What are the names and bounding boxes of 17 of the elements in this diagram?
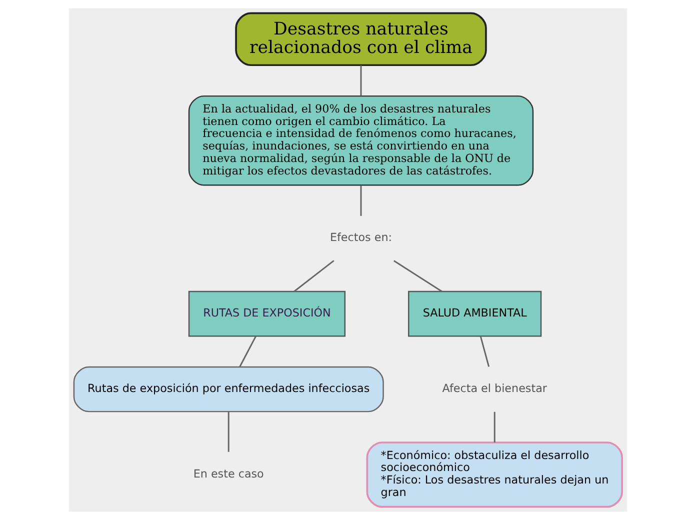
connector — [494, 412, 496, 442]
connector — [360, 65, 362, 96]
node-text: Afecta el bienestar — [442, 382, 547, 396]
connector — [294, 260, 334, 292]
node-box: *Económico: obstaculiza el desarrollo socioeconómico *Físico: Los desastres naturales dejan un gran — [366, 442, 623, 508]
node-box: Desastres naturales relacionados con el clima — [235, 12, 487, 66]
node-box: SALUD AMBIENTAL — [408, 290, 542, 337]
node-box: RUTAS DE EXPOSICIÓN — [188, 290, 346, 337]
node-box: Rutas de exposición por enfermedades infecciosas — [73, 366, 384, 412]
node-text: Efectos en: — [330, 231, 392, 244]
connector — [360, 186, 362, 216]
connector — [394, 260, 442, 292]
node-box: En la actualidad, el 90% de los desastres naturales tienen como origen el cambio climático. La frecuencia e intensidad de fenómenos como huracanes, sequías, inundaciones, se está convirtiendo en una nueva normalidad, según la responsable de la ONU de mitigar los efectos devastadores de las catástrofes. — [188, 95, 534, 186]
connector — [480, 336, 490, 367]
connector — [239, 336, 257, 368]
connector — [228, 412, 230, 452]
node-text: En este caso — [193, 467, 264, 480]
